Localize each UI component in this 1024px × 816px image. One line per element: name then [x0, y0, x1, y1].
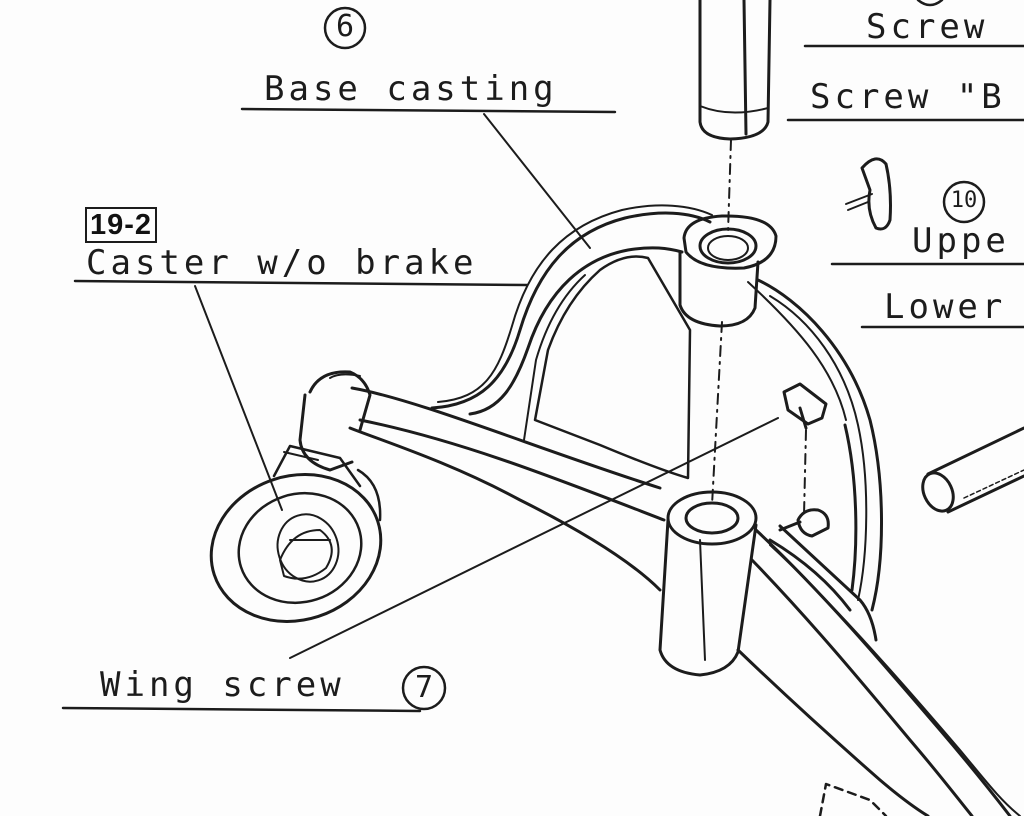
leader-lines: [194, 113, 779, 659]
dashed-frame-drawing: [818, 782, 888, 816]
center-lines: [711, 139, 807, 516]
wing-screw-drawing: [778, 382, 830, 538]
label-base-casting: Base casting: [264, 69, 558, 109]
label-upper: Uppe: [912, 221, 1010, 261]
label-underlines: [61, 44, 1024, 713]
label-screw: Screw: [866, 7, 989, 47]
label-wing-screw: Wing screw: [100, 665, 345, 705]
caster-wheel-drawing: [209, 444, 383, 623]
upper-handle-drawing: [845, 157, 892, 231]
callout-number-wing-screw: 7: [414, 670, 434, 705]
part-reference-box: 19-2: [85, 207, 158, 243]
tube-drawing: [921, 426, 1024, 514]
callout-number-upper: 10: [950, 188, 978, 213]
screw-cylinder-drawing: [698, 0, 772, 141]
label-screw-b: Screw "B: [810, 77, 1006, 117]
label-lower: Lower: [884, 287, 1007, 327]
callout-number-base-casting: 6: [335, 9, 355, 44]
label-caster: Caster w/o brake: [86, 243, 478, 283]
callout-circles: [323, 0, 986, 711]
base-casting-drawing: [298, 204, 1021, 816]
